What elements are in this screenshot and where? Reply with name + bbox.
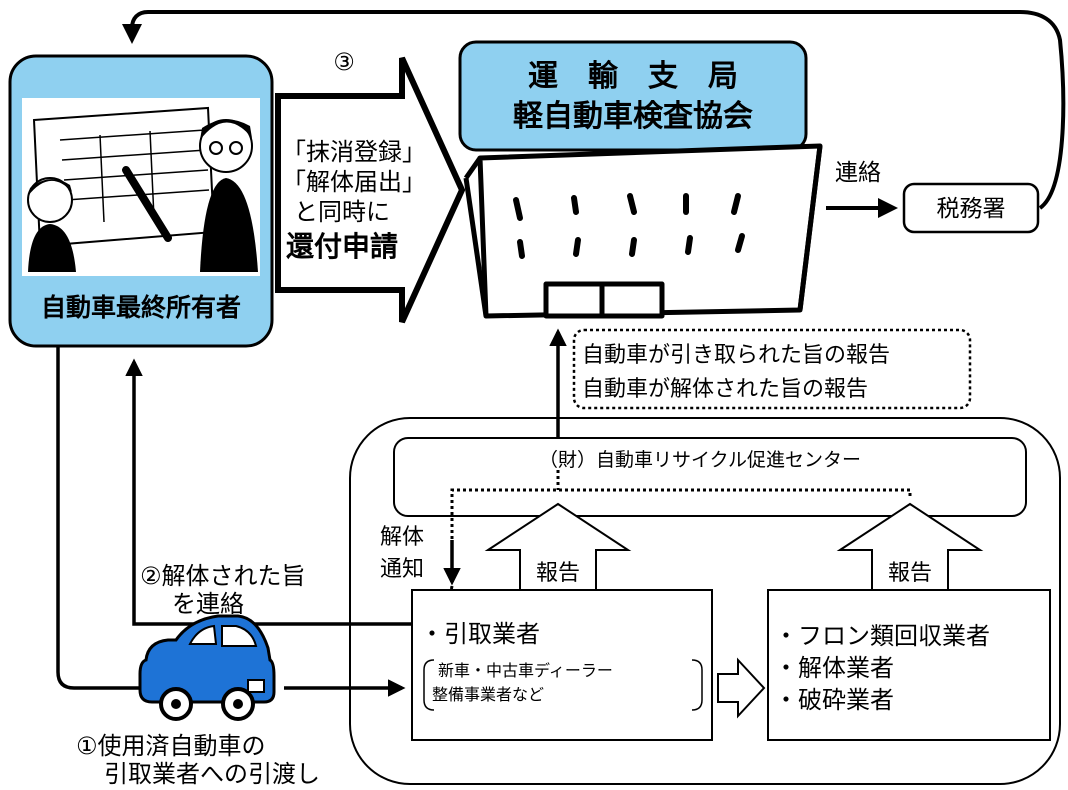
step3-line-4: 還付申請 — [286, 230, 398, 263]
step1-line-1: ①使用済自動車の — [76, 732, 266, 760]
step3-number: ③ — [333, 48, 355, 76]
transport-office-line-1: 運 輸 支 局 — [528, 59, 738, 94]
step2-line-1: ②解体された旨 — [140, 562, 306, 590]
recycling-center-label: （財）自動車リサイクル促進センター — [539, 449, 861, 471]
step3-line-2: 「解体届出」 — [282, 168, 426, 196]
processor-item-1: ・フロン類回収業者 — [774, 622, 990, 650]
processor-box — [767, 589, 1051, 741]
step1-line-2: 引取業者への引渡し — [104, 760, 320, 788]
processor-item-2: ・解体業者 — [774, 654, 894, 682]
operators-region — [349, 417, 1061, 785]
recycling-center-box — [393, 437, 1027, 517]
report-arrow-left — [484, 502, 632, 591]
step3-line-1: 「抹消登録」 — [282, 138, 426, 166]
contact-label: 連絡 — [835, 160, 881, 186]
collector-sub-1: 新車・中古車ディーラー — [438, 661, 613, 680]
return-line-to-owner — [122, 10, 1066, 210]
step2-arrow-line — [125, 358, 412, 626]
transport-office-box — [458, 40, 808, 152]
processor-item-3: ・破砕業者 — [774, 686, 894, 714]
dismantle-notice-line — [450, 488, 912, 568]
report-label-right: 報告 — [888, 561, 932, 586]
collector-title: ・引取業者 — [420, 620, 540, 648]
car-icon — [138, 614, 276, 721]
step1-line-owner-to-car — [56, 346, 140, 690]
collector-box — [411, 589, 713, 741]
report-label-left: 報告 — [536, 561, 580, 586]
owner-label: 自動車最終所有者 — [41, 293, 241, 322]
tax-office-label: 税務署 — [937, 196, 1006, 222]
transport-office-line-2: 軽自動車検査協会 — [513, 99, 753, 134]
flow-arrow-right — [717, 657, 766, 719]
collector-sub-2: 整備事業者など — [432, 685, 544, 704]
owner-illustration — [22, 98, 260, 276]
tax-office-box — [902, 182, 1040, 234]
office-building — [463, 143, 823, 319]
report-arrow-right — [836, 502, 984, 591]
step3-big-arrow — [275, 56, 466, 324]
building-windows — [513, 193, 745, 259]
report-line-2: 自動車が解体された旨の報告 — [582, 377, 868, 402]
step3-line-3: と同時に — [294, 198, 390, 226]
report-line-1: 自動車が引き取られた旨の報告 — [582, 343, 890, 368]
dismantle-notice-1: 解体 — [380, 525, 424, 550]
report-dotted-box — [572, 328, 972, 410]
step2-line-2: を連絡 — [172, 590, 244, 618]
dismantle-notice-2: 通知 — [380, 557, 424, 582]
